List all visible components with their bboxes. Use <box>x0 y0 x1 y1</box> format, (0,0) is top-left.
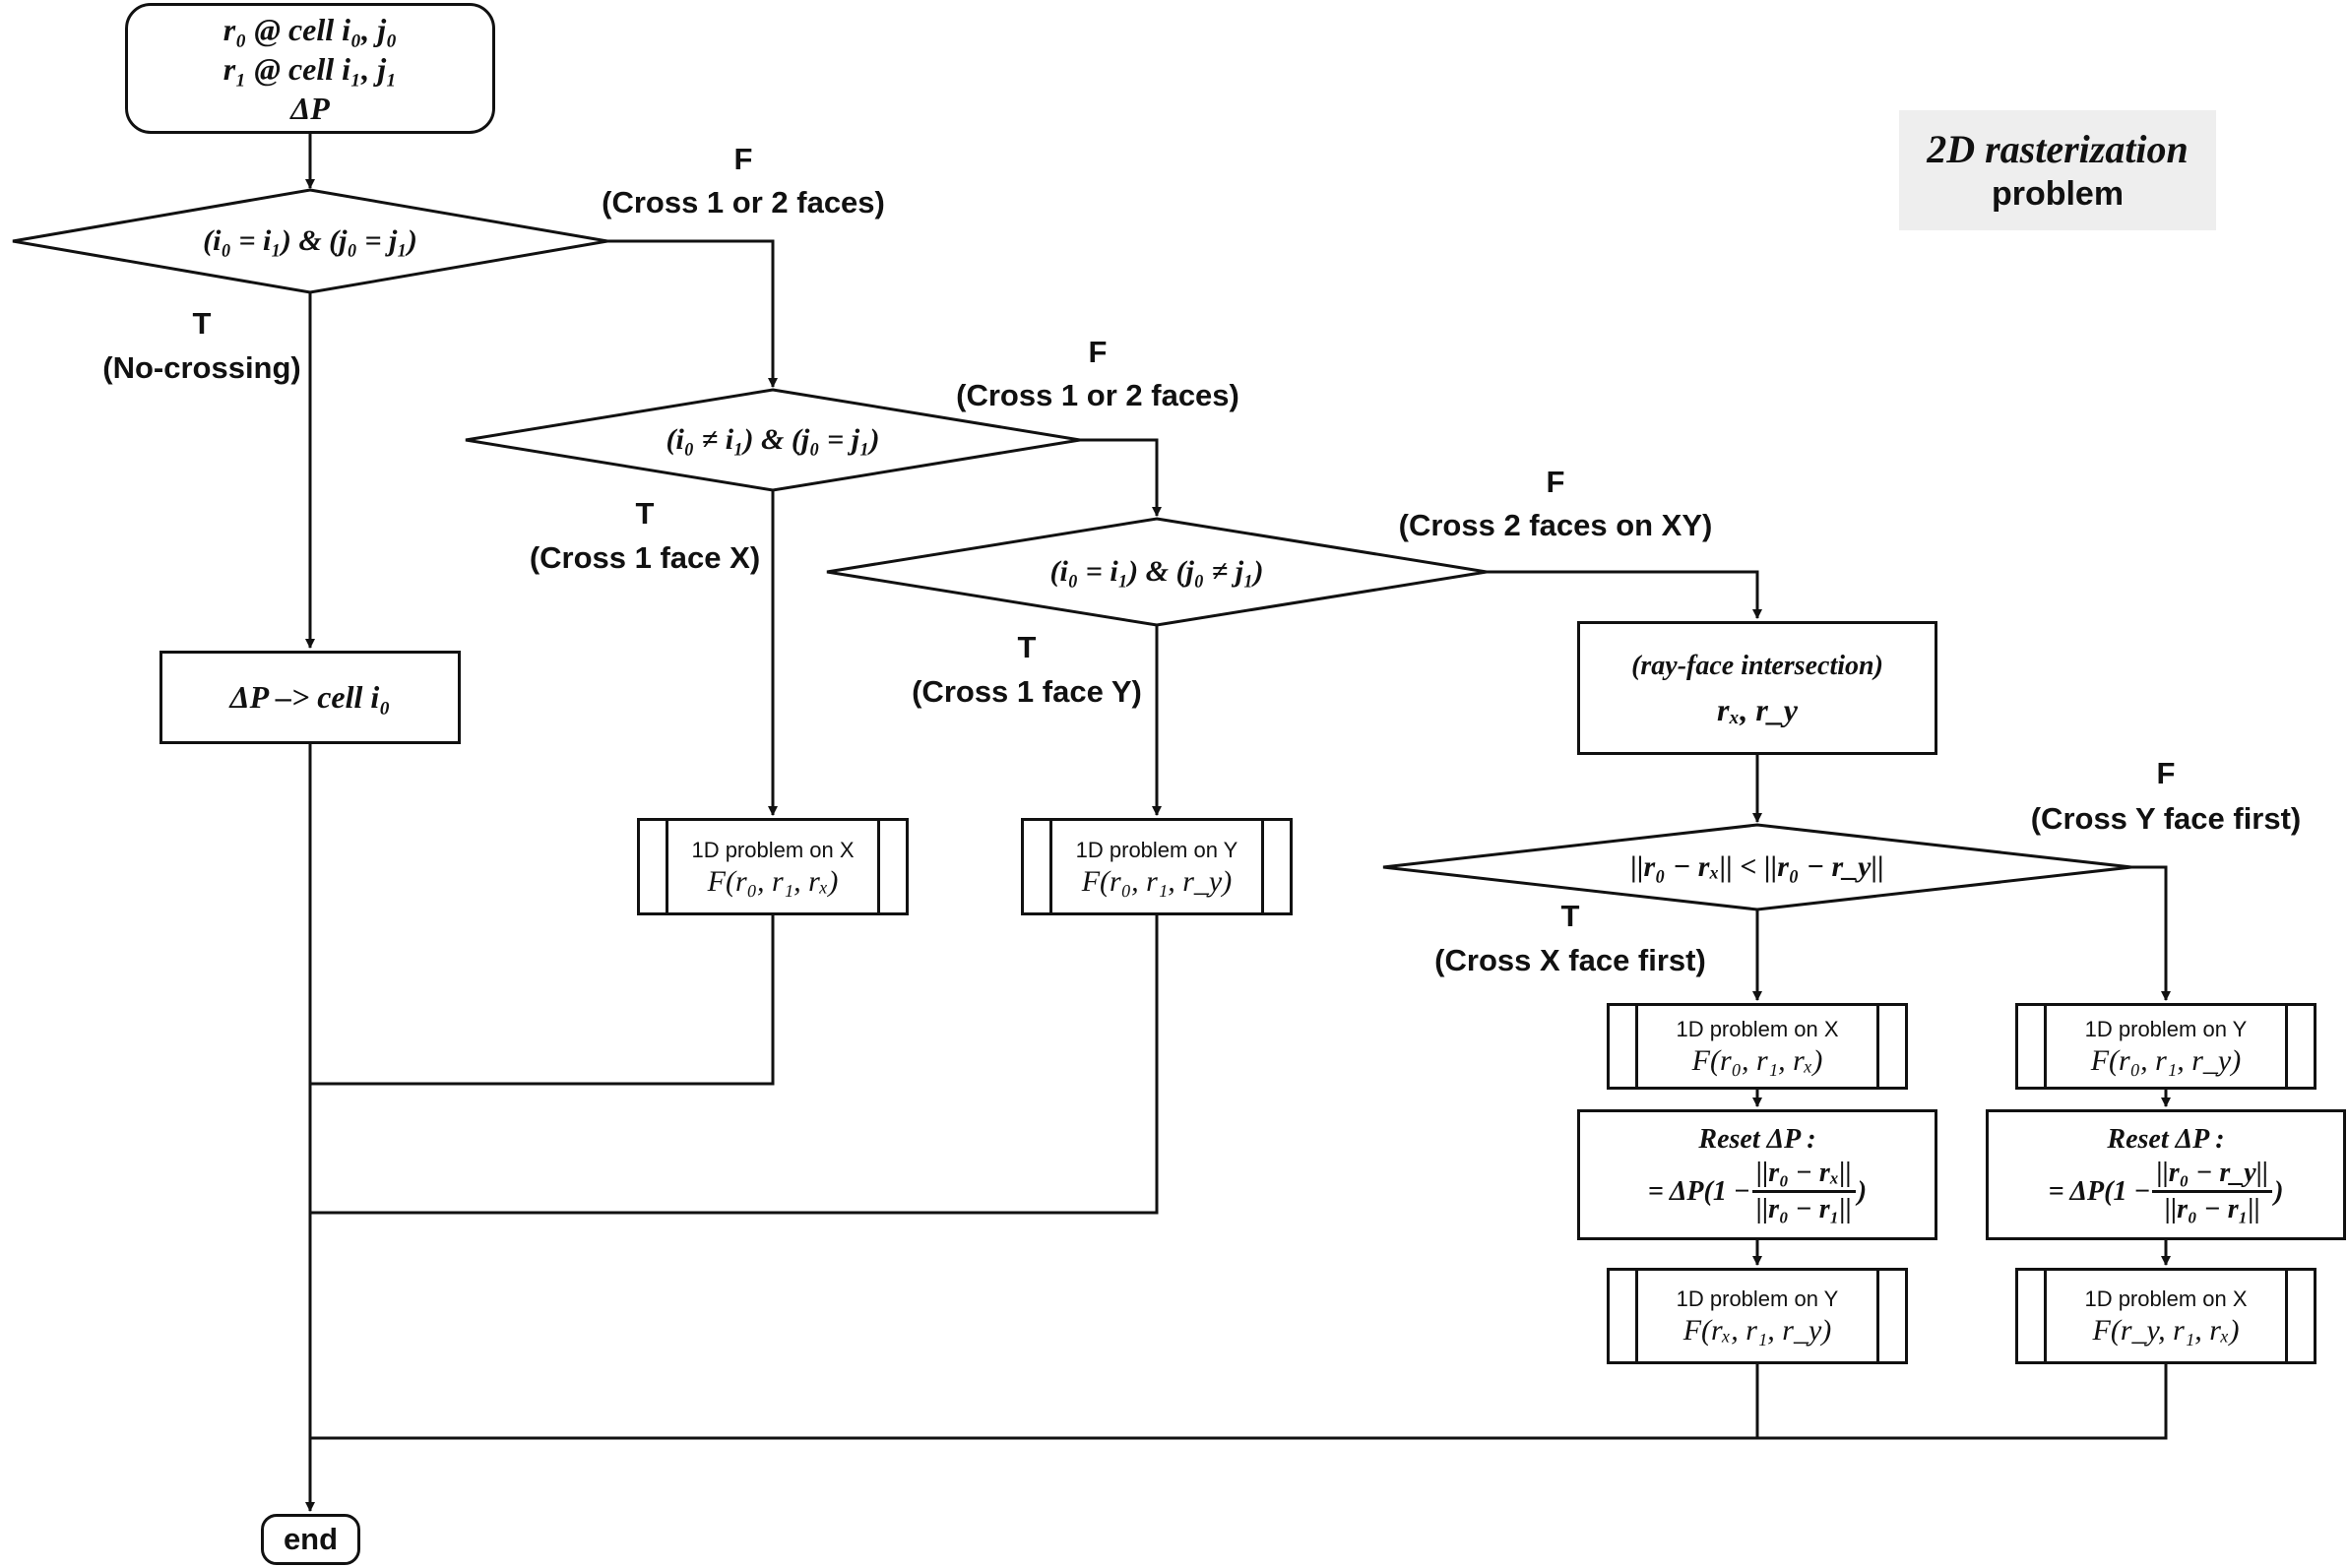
start-line1: r₀ @ cell i₀, j₀ <box>222 11 398 47</box>
decision1-condition: (i₀ = i₁) & (j₀ = j₁) <box>203 224 417 257</box>
connector-merge-subx1 <box>310 915 775 1086</box>
start-line2: r₁ @ cell i₁, j₁ <box>222 50 398 87</box>
decision2-true-note: (Cross 1 face X) <box>529 540 761 575</box>
decision2-true-label: T <box>635 496 655 531</box>
decision1-true-label: T <box>192 306 212 341</box>
subprocess-y3-title: 1D problem on Y <box>1676 1286 1839 1311</box>
reset-right-num: ||r₀ − r_y|| <box>2152 1157 2273 1193</box>
end-text: end <box>283 1522 339 1556</box>
subprocess-y3-fn: F(rₓ, r₁, r_y) <box>1682 1314 1832 1347</box>
subprocess-y1-fn: F(r₀, r₁, r_y) <box>1081 864 1233 898</box>
decision1-false-label: F <box>733 142 753 176</box>
subprocess-y1-title: 1D problem on Y <box>1075 837 1238 862</box>
subprocess-y3: 1D problem on Y F(rₓ, r₁, r_y) <box>1607 1268 1908 1364</box>
connector-d2-false <box>1080 438 1162 517</box>
reset-right-suffix: ) <box>2274 1175 2284 1207</box>
assign-node: ΔP –> cell i₀ <box>159 651 461 744</box>
diagram-title: 2D rasterization problem <box>1899 110 2216 230</box>
reset-right-fraction: ||r₀ − r_y|| ||r₀ − r₁|| <box>2152 1157 2273 1226</box>
decision3-false-note: (Cross 2 faces on XY) <box>1398 508 1713 542</box>
subprocess-x2-title: 1D problem on X <box>1676 1017 1839 1041</box>
intersection-node: (ray-face intersection) rₓ, r_y <box>1577 621 1937 755</box>
subprocess-x1: 1D problem on X F(r₀, r₁, rₓ) <box>637 818 909 915</box>
reset-left-prefix: = ΔP(1 − <box>1647 1175 1750 1207</box>
decision3-false-label: F <box>1546 465 1565 499</box>
subprocess-y2: 1D problem on Y F(r₀, r₁, r_y) <box>2015 1003 2316 1090</box>
title-line2: problem <box>1991 175 2125 213</box>
title-line1: 2D rasterization <box>1927 127 2189 171</box>
subprocess-y2-fn: F(r₀, r₁, r_y) <box>2090 1044 2242 1077</box>
subprocess-y1: 1D problem on Y F(r₀, r₁, r_y) <box>1021 818 1293 915</box>
decision1-true-note: (No-crossing) <box>102 350 301 385</box>
intersection-line2: rₓ, r_y <box>1717 692 1798 727</box>
subprocess-y2-title: 1D problem on Y <box>2084 1017 2248 1041</box>
reset-right-den: ||r₀ − r₁|| <box>2164 1194 2260 1224</box>
reset-right-prefix: = ΔP(1 − <box>2048 1175 2151 1207</box>
start-line3: ΔP <box>290 90 330 126</box>
reset-left-formula: = ΔP(1 − ||r₀ − rₓ|| ||r₀ − r₁|| ) <box>1648 1157 1867 1226</box>
reset-left-den: ||r₀ − r₁|| <box>1755 1194 1852 1224</box>
decision2-false-note: (Cross 1 or 2 faces) <box>956 378 1239 412</box>
decision2-false-label: F <box>1088 335 1108 369</box>
subprocess-x2: 1D problem on X F(r₀, r₁, rₓ) <box>1607 1003 1908 1090</box>
decision3-condition: (i₀ = i₁) & (j₀ ≠ j₁) <box>1049 555 1264 588</box>
decision4-true-label: T <box>1560 899 1580 933</box>
subprocess-x1-title: 1D problem on X <box>691 837 855 862</box>
reset-right-formula: = ΔP(1 − ||r₀ − r_y|| ||r₀ − r₁|| ) <box>2049 1157 2284 1226</box>
decision4-false-note: (Cross Y face first) <box>2030 801 2302 836</box>
assign-text: ΔP –> cell i₀ <box>229 679 391 715</box>
subprocess-x1-fn: F(r₀, r₁, rₓ) <box>707 864 839 898</box>
subprocess-x3: 1D problem on X F(r_y, r₁, rₓ) <box>2015 1268 2316 1364</box>
connector-d3-false <box>1487 570 1762 619</box>
reset-left-node: Reset ΔP : = ΔP(1 − ||r₀ − rₓ|| ||r₀ − r… <box>1577 1109 1937 1240</box>
connector-merge-subx3 <box>310 1364 2168 1440</box>
decision4-condition: ||r₀ − rₓ|| < ||r₀ − r_y|| <box>1630 850 1884 883</box>
reset-left-num: ||r₀ − rₓ|| <box>1751 1157 1856 1193</box>
reset-right-node: Reset ΔP : = ΔP(1 − ||r₀ − r_y|| ||r₀ − … <box>1986 1109 2346 1240</box>
reset-left-fraction: ||r₀ − rₓ|| ||r₀ − r₁|| <box>1751 1157 1856 1226</box>
decision3-true-note: (Cross 1 face Y) <box>912 674 1142 709</box>
connector-d1-false <box>607 239 778 388</box>
decision4-true-note: (Cross X face first) <box>1434 943 1706 977</box>
reset-left-suffix: ) <box>1857 1175 1868 1207</box>
reset-right-title: Reset ΔP : <box>2107 1124 2225 1155</box>
reset-left-title: Reset ΔP : <box>1698 1124 1816 1155</box>
subprocess-x3-title: 1D problem on X <box>2084 1286 2248 1311</box>
decision2-condition: (i₀ ≠ i₁) & (j₀ = j₁) <box>666 423 880 456</box>
decision4-false-label: F <box>2156 756 2176 790</box>
intersection-line1: (ray-face intersection) <box>1631 651 1883 681</box>
end-node: end <box>261 1514 360 1565</box>
subprocess-x3-fn: F(r_y, r₁, rₓ) <box>2092 1314 2240 1347</box>
start-node: r₀ @ cell i₀, j₀ r₁ @ cell i₁, j₁ ΔP <box>125 3 495 134</box>
connector-d4-false <box>2131 865 2171 1001</box>
decision1-false-note: (Cross 1 or 2 faces) <box>602 185 885 220</box>
connector-merge-suby1 <box>310 915 1159 1215</box>
decision3-true-label: T <box>1017 630 1037 664</box>
subprocess-x2-fn: F(r₀, r₁, rₓ) <box>1691 1044 1823 1077</box>
